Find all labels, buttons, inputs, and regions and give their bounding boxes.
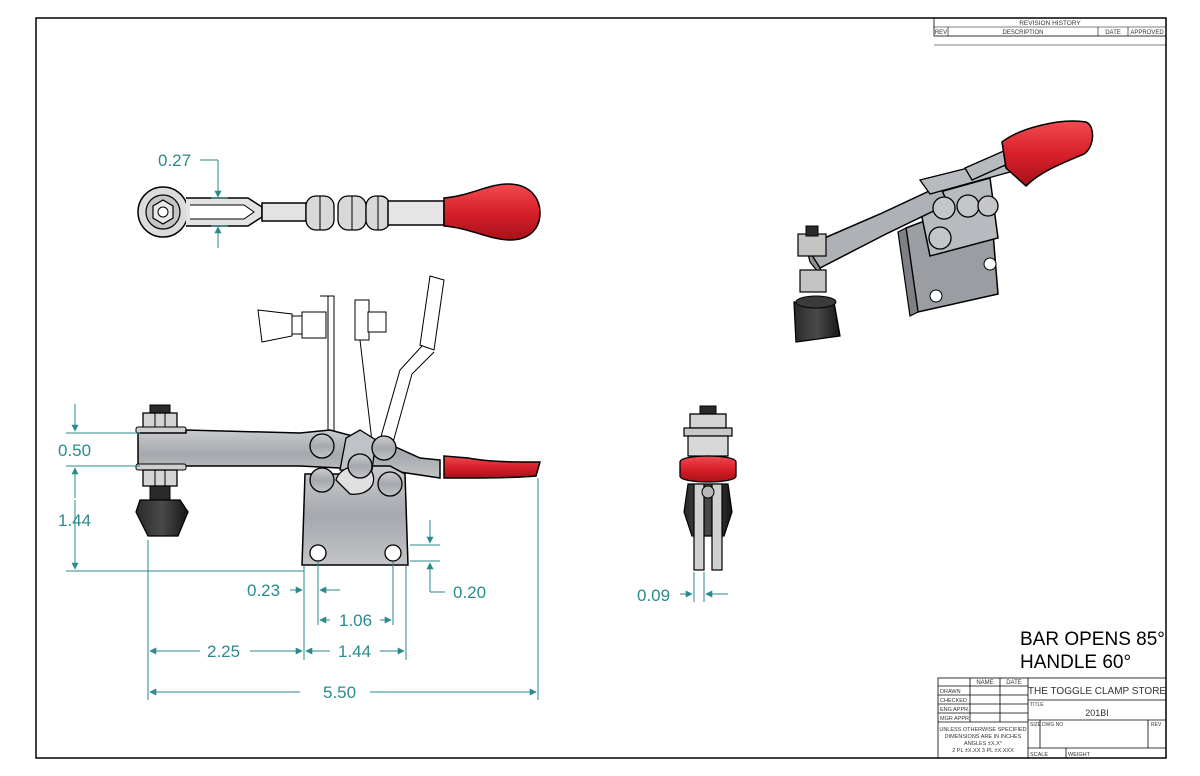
date-col: DATE [1105,30,1121,36]
tb-row-mgr-appr: MGR APPR. [940,716,971,722]
revision-block: REVISION HISTORY REV DESCRIPTION DATE AP… [933,17,1167,46]
part-number: 201BI [1085,708,1109,718]
description-col: DESCRIPTION [1002,30,1043,36]
weight-label: WEIGHT [1068,752,1091,758]
tb-name-col: NAME [976,680,993,686]
end-view-dimensions [680,572,728,602]
tb-date-col: DATE [1006,680,1022,686]
rev-label: REV [1151,722,1162,728]
dim-top-gap: 0.27 [158,151,228,248]
side-view [135,275,541,566]
company-name: THE TOGGLE CLAMP STORE [1028,686,1167,697]
dim-label-0-27: 0.27 [158,151,191,170]
dim-label-2-25: 2.25 [207,642,240,661]
tb-tolerance-1: UNLESS OTHERWISE SPECIFIED [939,727,1026,733]
top-view [137,183,541,241]
tb-tolerance-2: DIMENSIONS ARE IN INCHES [945,734,1022,740]
phantom-tip [257,309,293,343]
side-view-dimensions [66,404,539,700]
tb-row-eng-appr: ENG APPR. [940,707,970,713]
dim-label-0-23: 0.23 [247,581,280,600]
dim-label-0-20: 0.20 [453,583,486,602]
scale-label: SCALE [1030,752,1048,758]
note-handle: HANDLE 60° [1020,652,1131,673]
dim-label-1-44-vertical: 1.44 [58,511,91,530]
size-label: SIZE [1030,722,1042,728]
dim-label-0-09: 0.09 [637,586,670,605]
note-bar-opens: BAR OPENS 85° [1020,629,1165,650]
rev-col: REV [935,30,947,36]
tb-row-checked: CHECKED [940,698,967,704]
dim-label-0-50: 0.50 [58,441,91,460]
dwg-label: DWG NO [1042,722,1063,728]
dim-label-1-06: 1.06 [339,611,372,630]
tb-row-drawn: DRAWN [940,689,961,695]
title-block [937,677,1167,759]
isometric-view [793,120,1094,343]
dim-label-5-50: 5.50 [323,683,356,702]
sheet-border [35,17,1167,759]
dim-label-1-44-horizontal: 1.44 [338,642,371,661]
approved-col: APPROVED [1130,30,1164,36]
tb-tolerance-4: 2 PL ±X.XX 3 PL ±X.XXX [952,748,1014,754]
tb-tolerance-3: ANGLES ±X.X° [964,741,1002,747]
title-label: TITLE [1030,702,1044,708]
revision-title: REVISION HISTORY [1019,20,1081,27]
end-view [679,405,737,571]
